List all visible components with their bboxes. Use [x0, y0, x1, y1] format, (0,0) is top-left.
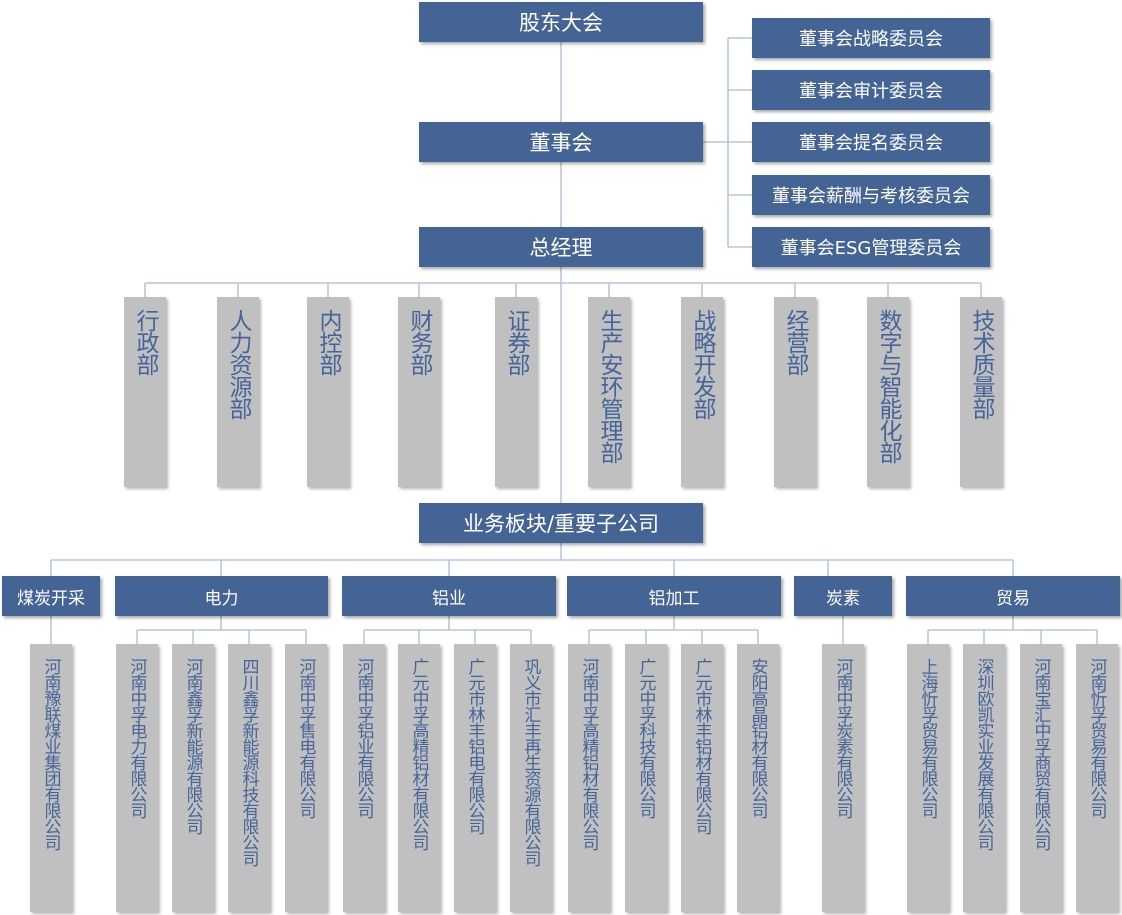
company-box[interactable]: 河南忻孚贸易有限公司 [1076, 644, 1118, 912]
department-finance[interactable]: 财务部 [398, 297, 440, 487]
department-tech-quality[interactable]: 技术质量部 [960, 297, 1002, 487]
department-admin[interactable]: 行政部 [124, 297, 166, 487]
company-box[interactable]: 河南中孚铝业有限公司 [343, 644, 385, 912]
committee-strategy[interactable]: 董事会战略委员会 [752, 18, 990, 58]
department-strategy-dev[interactable]: 战略开发部 [681, 297, 723, 487]
company-box[interactable]: 河南鑫孚新能源有限公司 [172, 644, 214, 912]
company-box[interactable]: 广元市林丰铝材有限公司 [681, 644, 723, 912]
segment-coal[interactable]: 煤炭开采 [2, 576, 100, 616]
department-hr[interactable]: 人力资源部 [217, 297, 259, 487]
company-box[interactable]: 河南宝汇中孚商贸有限公司 [1020, 644, 1062, 912]
committee-esg[interactable]: 董事会ESG管理委员会 [752, 227, 990, 267]
department-securities[interactable]: 证券部 [495, 297, 537, 487]
committee-nomination[interactable]: 董事会提名委员会 [752, 122, 990, 162]
company-box[interactable]: 广元中孚科技有限公司 [625, 644, 667, 912]
department-internal-control[interactable]: 内控部 [307, 297, 349, 487]
general-manager-box[interactable]: 总经理 [419, 227, 703, 267]
segment-aluminum[interactable]: 铝业 [342, 576, 556, 616]
segment-aluminum-processing[interactable]: 铝加工 [567, 576, 781, 616]
company-box[interactable]: 广元市林丰铝电有限公司 [454, 644, 496, 912]
department-production-safety[interactable]: 生产安环管理部 [588, 297, 630, 487]
company-box[interactable]: 上海忻孚贸易有限公司 [907, 644, 949, 912]
department-operations[interactable]: 经营部 [774, 297, 816, 487]
company-box[interactable]: 四川鑫孚新能源科技有限公司 [228, 644, 270, 912]
company-box[interactable]: 河南中孚炭素有限公司 [822, 644, 864, 912]
company-box[interactable]: 河南中孚售电有限公司 [285, 644, 327, 912]
company-box[interactable]: 安阳高晶铝材有限公司 [737, 644, 779, 912]
company-box[interactable]: 深圳欧凯实业发展有限公司 [963, 644, 1005, 912]
business-segments-box[interactable]: 业务板块/重要子公司 [419, 503, 703, 543]
company-box[interactable]: 巩义市汇丰再生资源有限公司 [510, 644, 552, 912]
shareholders-box[interactable]: 股东大会 [419, 2, 703, 42]
segment-carbon[interactable]: 炭素 [794, 576, 892, 616]
company-box[interactable]: 河南豫联煤业集团有限公司 [30, 644, 72, 912]
company-box[interactable]: 广元中孚高精铝材有限公司 [398, 644, 440, 912]
company-box[interactable]: 河南中孚电力有限公司 [116, 644, 158, 912]
company-box[interactable]: 河南中孚高精铝材有限公司 [568, 644, 610, 912]
committee-remuneration[interactable]: 董事会薪酬与考核委员会 [752, 175, 990, 215]
segment-power[interactable]: 电力 [115, 576, 328, 616]
department-digital[interactable]: 数字与智能化部 [867, 297, 909, 487]
board-box[interactable]: 董事会 [419, 122, 703, 162]
committee-audit[interactable]: 董事会审计委员会 [752, 70, 990, 110]
segment-trade[interactable]: 贸易 [906, 576, 1120, 616]
